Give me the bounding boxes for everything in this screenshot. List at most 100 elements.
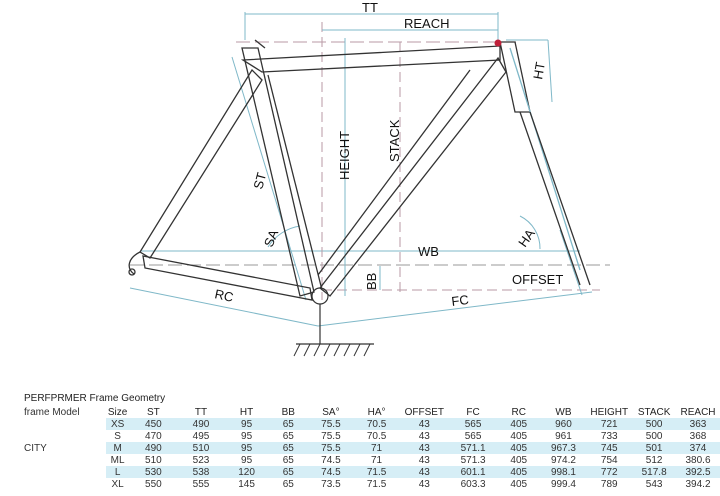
value-cell: 998.1 bbox=[540, 466, 587, 478]
value-cell: 95 bbox=[224, 442, 269, 454]
value-cell: 95 bbox=[224, 454, 269, 466]
row-spacer bbox=[24, 418, 106, 430]
label-height: HEIGHT bbox=[337, 131, 352, 180]
col-header: REACH bbox=[680, 406, 716, 418]
value-cell: 65 bbox=[268, 442, 309, 454]
value-cell: 543 bbox=[632, 478, 677, 490]
value-cell: 733 bbox=[586, 430, 633, 442]
value-cell: 65 bbox=[268, 430, 309, 442]
value-cell: 65 bbox=[268, 478, 309, 490]
top-tube bbox=[240, 45, 501, 73]
row-spacer bbox=[24, 478, 106, 490]
size-cell: ML bbox=[105, 454, 130, 466]
value-cell: 523 bbox=[177, 454, 225, 466]
value-cell: 565 bbox=[449, 430, 497, 442]
seat-stays bbox=[139, 68, 263, 259]
value-cell: 405 bbox=[496, 478, 541, 490]
value-cell: 754 bbox=[586, 454, 633, 466]
col-header: RC bbox=[511, 406, 526, 418]
value-cell: 368 bbox=[676, 430, 720, 442]
label-rc: RC bbox=[213, 286, 234, 305]
value-cell: 394.2 bbox=[676, 478, 720, 490]
seat-tube bbox=[241, 47, 315, 297]
geometry-table-section: PERFPRMER Frame Geometry frame Model Siz… bbox=[0, 386, 720, 496]
value-cell: 550 bbox=[129, 478, 178, 490]
value-cell: 363 bbox=[676, 418, 720, 430]
value-cell: 490 bbox=[177, 418, 225, 430]
col-header: Size bbox=[107, 406, 128, 418]
row-spacer bbox=[24, 454, 106, 466]
value-cell: 145 bbox=[224, 478, 269, 490]
value-cell: 999.4 bbox=[540, 478, 587, 490]
value-cell: 470 bbox=[129, 430, 178, 442]
bottom-bracket bbox=[293, 287, 374, 357]
value-cell: 71 bbox=[353, 454, 400, 466]
value-cell: 405 bbox=[496, 454, 541, 466]
value-cell: 571.1 bbox=[449, 442, 497, 454]
value-cell: 517.8 bbox=[632, 466, 677, 478]
col-header: HEIGHT bbox=[590, 406, 629, 418]
col-header: HT bbox=[239, 406, 254, 418]
label-stack: STACK bbox=[387, 119, 402, 162]
value-cell: 555 bbox=[177, 478, 225, 490]
label-sa: SA bbox=[261, 227, 282, 249]
label-st: ST bbox=[250, 171, 269, 191]
value-cell: 745 bbox=[586, 442, 633, 454]
value-cell: 500 bbox=[632, 418, 677, 430]
label-offset: OFFSET bbox=[512, 272, 563, 287]
value-cell: 530 bbox=[129, 466, 178, 478]
value-cell: 510 bbox=[177, 442, 225, 454]
value-cell: 374 bbox=[676, 442, 720, 454]
value-cell: 43 bbox=[399, 478, 450, 490]
value-cell: 571.3 bbox=[449, 454, 497, 466]
bike-frame bbox=[128, 39, 591, 301]
value-cell: 120 bbox=[224, 466, 269, 478]
value-cell: 501 bbox=[632, 442, 677, 454]
label-wb: WB bbox=[418, 244, 439, 259]
value-cell: 71.5 bbox=[353, 478, 400, 490]
value-cell: 974.2 bbox=[540, 454, 587, 466]
value-cell: 95 bbox=[224, 418, 269, 430]
value-cell: 75.5 bbox=[308, 430, 354, 442]
model-label: frame Model bbox=[24, 406, 80, 418]
label-fc: FC bbox=[451, 292, 470, 309]
size-cell: M bbox=[105, 442, 130, 454]
col-header: ST bbox=[147, 406, 160, 418]
value-cell: 43 bbox=[399, 418, 450, 430]
reference-lines bbox=[130, 12, 610, 300]
value-cell: 500 bbox=[632, 430, 677, 442]
col-header: TT bbox=[194, 406, 208, 418]
geometry-table: frame Model Size ST TT HT BB SA° HA° OFF… bbox=[24, 406, 720, 490]
col-header: WB bbox=[555, 406, 572, 418]
size-cell: S bbox=[105, 430, 130, 442]
value-cell: 73.5 bbox=[308, 478, 354, 490]
size-cell: XS bbox=[105, 418, 130, 430]
value-cell: 70.5 bbox=[353, 418, 400, 430]
value-cell: 721 bbox=[586, 418, 633, 430]
dimension-labels: TT REACH HT HEIGHT STACK ST SA WB HA BB … bbox=[213, 0, 563, 309]
frame-geometry-diagram: TT REACH HT HEIGHT STACK ST SA WB HA BB … bbox=[128, 0, 610, 357]
value-cell: 74.5 bbox=[308, 454, 354, 466]
label-tt: TT bbox=[362, 0, 378, 15]
value-cell: 772 bbox=[586, 466, 633, 478]
value-cell: 380.6 bbox=[676, 454, 720, 466]
head-tube bbox=[499, 41, 531, 113]
chain-stays bbox=[142, 255, 313, 301]
value-cell: 538 bbox=[177, 466, 225, 478]
col-header: SA° bbox=[322, 406, 340, 418]
value-cell: 961 bbox=[540, 430, 587, 442]
reach-point-marker bbox=[494, 39, 502, 47]
value-cell: 65 bbox=[268, 454, 309, 466]
value-cell: 510 bbox=[129, 454, 178, 466]
col-header: OFFSET bbox=[404, 406, 445, 418]
value-cell: 43 bbox=[399, 442, 450, 454]
col-header: FC bbox=[466, 406, 480, 418]
value-cell: 603.3 bbox=[449, 478, 497, 490]
value-cell: 512 bbox=[632, 454, 677, 466]
table-header-row: frame Model Size ST TT HT BB SA° HA° OFF… bbox=[24, 406, 720, 418]
